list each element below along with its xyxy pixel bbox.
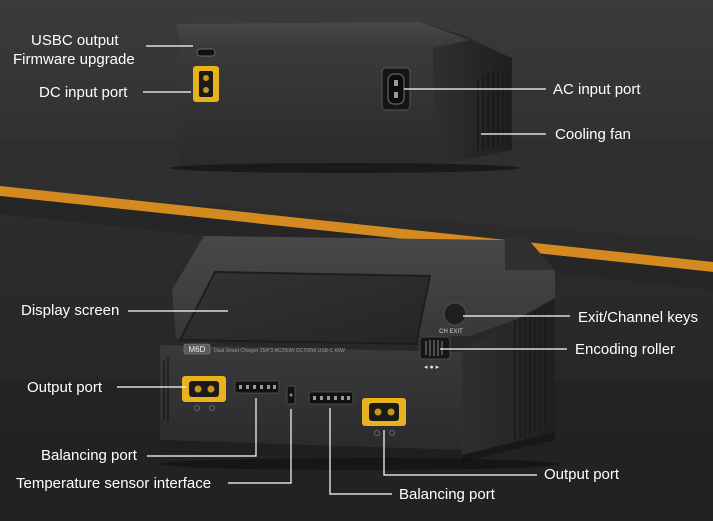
rear-device-side — [433, 40, 512, 166]
cooling-fan-vents — [477, 70, 509, 150]
label-temperature-sensor-interface: Temperature sensor interface — [16, 475, 212, 492]
rear-device — [170, 22, 520, 173]
brand-badge-text: M6D — [189, 345, 206, 354]
balancing-port-right — [308, 391, 354, 405]
label-display-screen: Display screen — [21, 302, 120, 319]
exit-channel-label: CH EXIT — [439, 329, 463, 335]
label-dc-input-port: DC input port — [39, 84, 128, 101]
label-encoding-roller: Encoding roller — [575, 341, 676, 358]
front-device-side — [462, 298, 555, 455]
label-balancing-port-right: Balancing port — [399, 486, 495, 503]
label-cooling-fan: Cooling fan — [555, 126, 631, 143]
display-screen — [178, 270, 432, 346]
label-balancing-port-left: Balancing port — [41, 447, 137, 464]
encoding-roller[interactable] — [419, 336, 451, 360]
balancing-port-left — [234, 380, 280, 394]
usbc-port — [196, 48, 216, 57]
exit-channel-button[interactable] — [443, 302, 467, 326]
leader-lines — [117, 45, 570, 495]
front-device: M6D Dual Smart Charger 15A*2 AC250W DC70… — [160, 236, 560, 470]
model-text: Dual Smart Charger 15A*2 AC250W DC700W U… — [214, 348, 345, 354]
rear-device-top — [176, 22, 470, 50]
table-surface — [0, 140, 713, 240]
label-ac-input-port: AC input port — [553, 81, 641, 98]
label-output-port-left: Output port — [27, 379, 103, 396]
side-vents — [514, 310, 546, 440]
label-usbc-output: USBC output — [31, 32, 119, 49]
brand-badge — [183, 343, 211, 355]
label-firmware-upgrade: Firmware upgrade — [13, 51, 135, 68]
label-exit-channel-keys: Exit/Channel keys — [578, 309, 699, 326]
label-output-port-right: Output port — [544, 466, 620, 483]
roller-arrows-icon: ◂ ● ▸ — [424, 364, 440, 371]
rear-device-face — [178, 48, 433, 166]
